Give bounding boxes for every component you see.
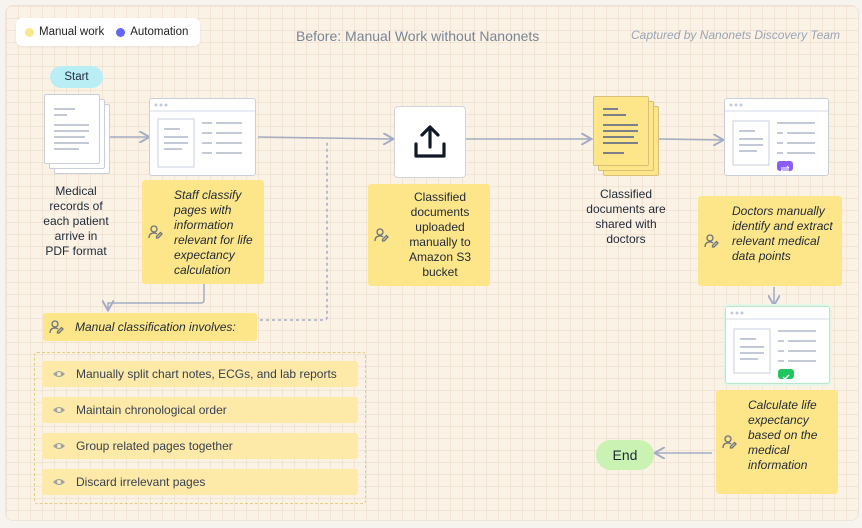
step3-box: Classified documents uploaded manually t…: [368, 184, 490, 286]
diagram-title: Before: Manual Work without Nanonets: [296, 28, 540, 44]
list-item: Maintain chronological order: [42, 397, 358, 423]
list-item-label: Discard irrelevant pages: [76, 475, 206, 489]
step3-text: Classified documents uploaded manually t…: [408, 190, 472, 279]
step1-caption: Medical records of each patient arrive i…: [43, 184, 109, 258]
step6-text: Calculate life expectancy based on the m…: [748, 398, 818, 472]
step5-box: Doctors manually identify and extract re…: [698, 196, 842, 286]
list-item: Discard irrelevant pages: [42, 469, 358, 495]
start-node: Start: [50, 66, 103, 88]
list-item: Manually split chart notes, ECGs, and la…: [42, 361, 358, 387]
arrow-classify-to-upload: [257, 137, 392, 139]
step2-text: Staff classify pages with information re…: [174, 188, 253, 277]
legend: Manual work Automation: [16, 18, 200, 46]
checkmark-icon: [778, 369, 794, 380]
list-item: Group related pages together: [42, 433, 358, 459]
upload-icon: [394, 106, 466, 178]
arrow-shared-to-doctors: [657, 139, 722, 140]
legend-automation-label: Automation: [130, 26, 189, 38]
classification-list: [34, 352, 366, 504]
user-edit-icon: [722, 434, 738, 454]
credit-text: Captured by Nanonets Discovery Team: [631, 28, 840, 42]
manual-work-swatch: [25, 27, 34, 37]
step2-box: Staff classify pages with information re…: [142, 180, 264, 284]
user-edit-icon: [148, 224, 164, 244]
eye-icon: [52, 405, 68, 415]
dotted-link: [260, 140, 328, 321]
document-stack-icon: [592, 96, 659, 176]
user-edit-icon: [704, 233, 720, 253]
list-item-label: Maintain chronological order: [76, 403, 227, 417]
flow-canvas: Manual work Automation Before: Manual Wo…: [5, 5, 859, 521]
classification-heading-box: Manual classification involves:: [43, 313, 257, 341]
list-item-label: Manually split chart notes, ECGs, and la…: [76, 367, 337, 381]
document-stack-icon: [42, 94, 110, 174]
classification-heading: Manual classification involves:: [75, 320, 236, 334]
legend-manual-label: Manual work: [39, 26, 105, 38]
review-window-icon: [149, 98, 256, 176]
user-edit-icon: [374, 227, 390, 247]
review-window-icon: [724, 98, 829, 176]
swap-icon: [777, 161, 793, 173]
automation-swatch: [116, 27, 126, 37]
arrow-classify-to-list: [108, 284, 205, 309]
user-edit-icon: [49, 319, 65, 339]
eye-icon: [52, 369, 68, 379]
step4-caption: Classified documents are shared with doc…: [586, 187, 666, 246]
connector-lines: [6, 6, 858, 520]
eye-icon: [52, 477, 68, 487]
step6-box: Calculate life expectancy based on the m…: [716, 390, 838, 494]
review-window-icon: [725, 306, 830, 384]
step5-text: Doctors manually identify and extract re…: [732, 204, 833, 263]
end-node: End: [596, 440, 654, 470]
eye-icon: [52, 441, 68, 451]
list-item-label: Group related pages together: [76, 439, 233, 453]
